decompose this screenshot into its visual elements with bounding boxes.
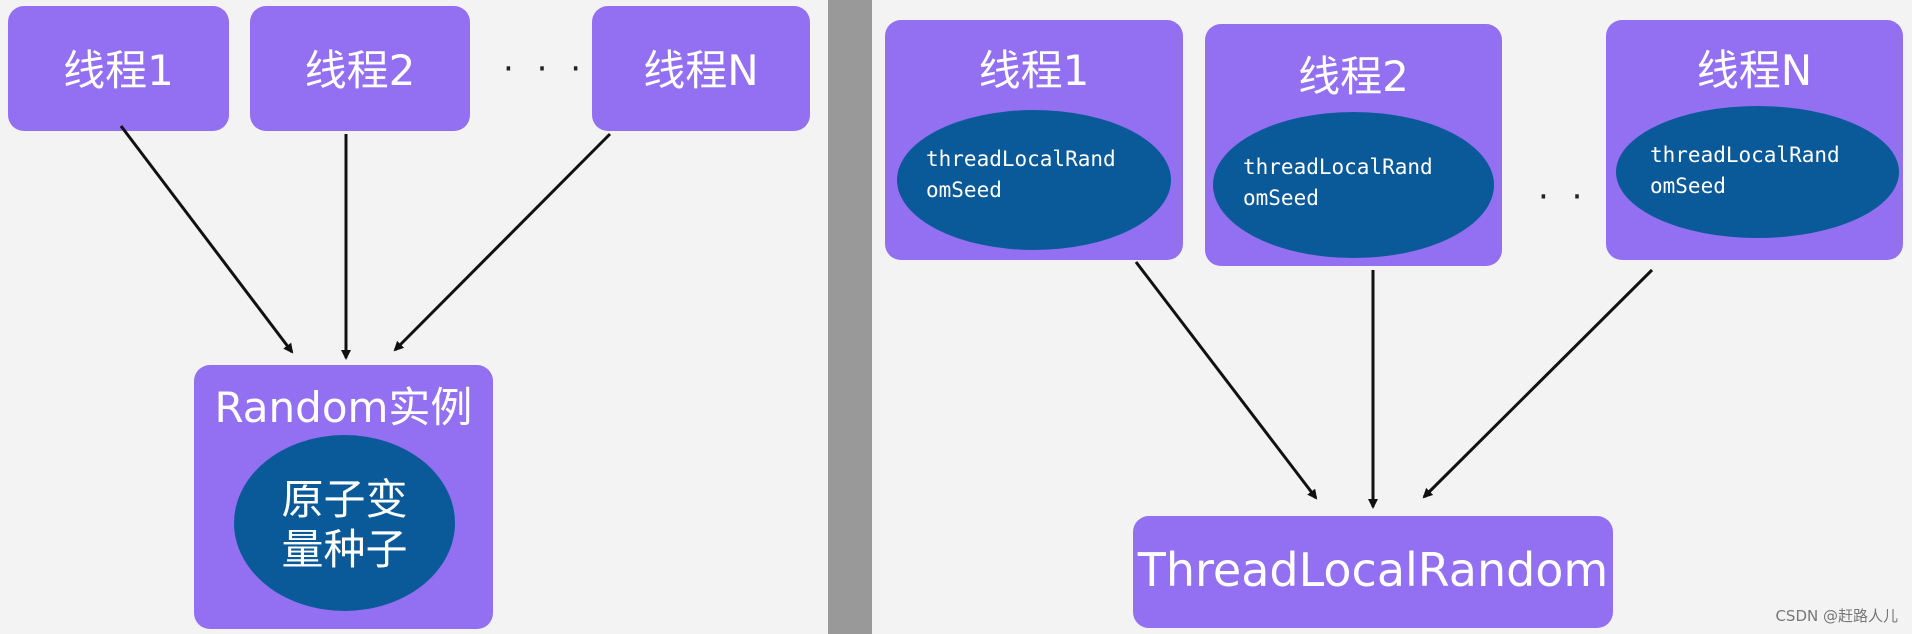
right-thread-1-seed-label: threadLocalRand omSeed [926, 147, 1116, 202]
right-thread-1-seed-ellipse: threadLocalRand omSeed [897, 110, 1171, 250]
panel-divider [828, 0, 872, 634]
right-thread-2-label: 线程2 [1298, 52, 1409, 101]
right-thread-n-seed-ellipse: threadLocalRand omSeed [1616, 106, 1899, 238]
arrow-right-thread-n-to-tlr [1422, 268, 1654, 499]
arrow-left-thread-n-to-random [393, 132, 612, 352]
right-thread-n-seed-label: threadLocalRand omSeed [1650, 143, 1840, 198]
left-ellipsis: · · · [503, 49, 588, 89]
atomic-seed-ellipse: 原子变 量种子 [234, 435, 455, 611]
thread-local-random-box: ThreadLocalRandom [1133, 516, 1613, 628]
arrow-right-thread-1-to-tlr [1134, 261, 1318, 500]
random-instance-box: Random实例 原子变 量种子 [194, 365, 493, 629]
thread-local-random-label: ThreadLocalRandom [1137, 543, 1609, 597]
left-thread-2-box: 线程2 [250, 6, 470, 131]
left-thread-1-label: 线程1 [63, 46, 174, 95]
random-instance-title: Random实例 [214, 383, 473, 432]
left-thread-2-label: 线程2 [304, 46, 416, 95]
right-ellipsis: · · · [1538, 177, 1623, 217]
right-thread-1-label: 线程1 [978, 46, 1090, 95]
right-thread-2-box: 线程2 threadLocalRand omSeed [1205, 24, 1502, 266]
atomic-seed-label: 原子变 量种子 [281, 475, 408, 574]
right-thread-n-box: 线程N threadLocalRand omSeed [1606, 20, 1903, 260]
arrow-left-thread-1-to-random [119, 125, 294, 354]
watermark: CSDN @赶路人儿 [1775, 607, 1898, 625]
left-thread-n-label: 线程N [643, 46, 759, 95]
right-thread-2-seed-label: threadLocalRand omSeed [1243, 155, 1433, 210]
right-thread-1-box: 线程1 threadLocalRand omSeed [885, 20, 1183, 260]
right-thread-2-seed-ellipse: threadLocalRand omSeed [1213, 112, 1494, 258]
left-thread-n-box: 线程N [592, 6, 810, 131]
left-thread-1-box: 线程1 [8, 6, 229, 131]
right-thread-n-label: 线程N [1696, 46, 1813, 95]
